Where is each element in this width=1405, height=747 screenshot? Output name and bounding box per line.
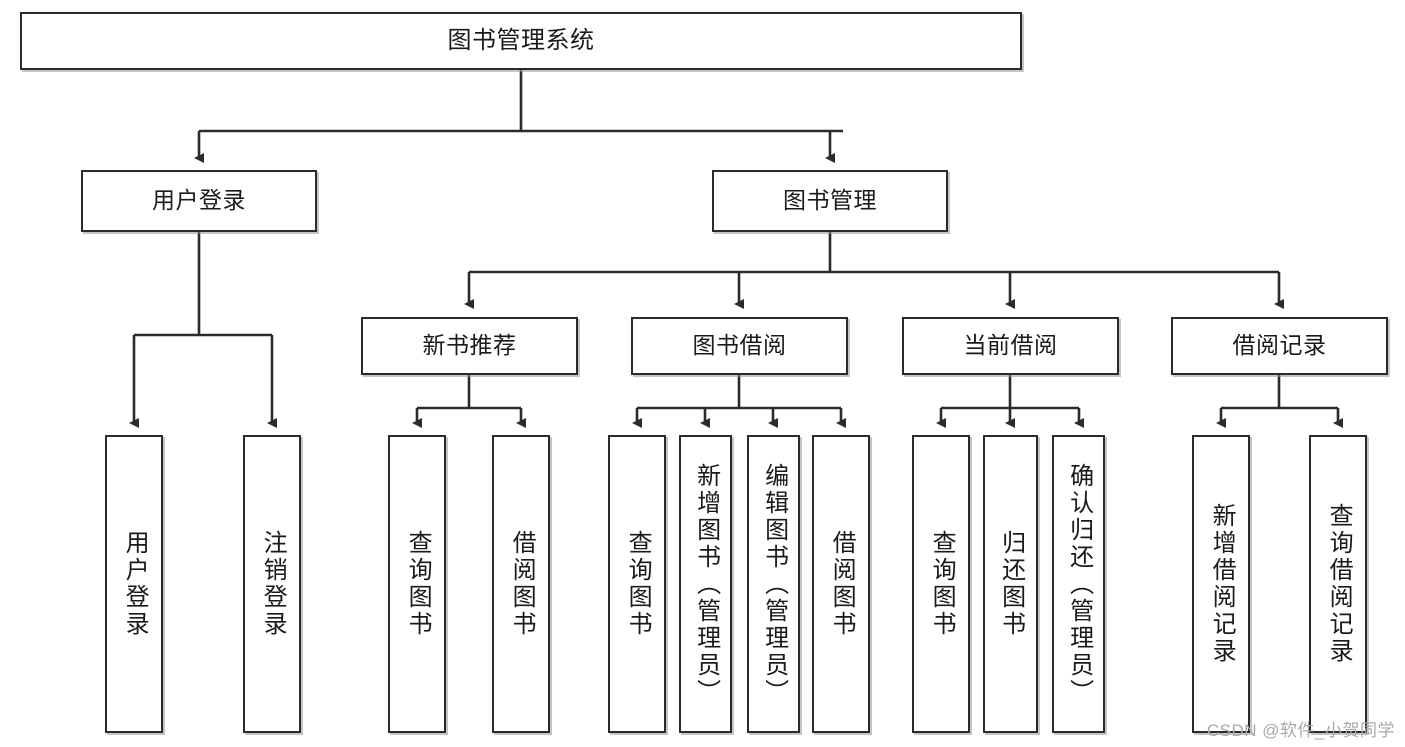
node-label: 查询图书 [404,530,432,638]
node-book-borrow[interactable]: 图书借阅 [631,317,848,375]
leaf-add-book-admin[interactable]: 新增图书（管理员） [679,435,732,733]
node-label: 编辑图书（管理员） [760,462,788,706]
node-label: 用户登录 [121,530,149,638]
leaf-return-book[interactable]: 归还图书 [983,435,1038,733]
node-label: 注销登录 [259,530,287,638]
node-label: 借阅记录 [1232,332,1327,359]
leaf-logout-login[interactable]: 注销登录 [243,435,301,733]
leaf-query-book-recommendation[interactable]: 查询图书 [388,435,446,733]
node-label: 新增借阅记录 [1208,503,1236,665]
node-label: 查询借阅记录 [1325,503,1353,665]
node-label: 借阅图书 [508,530,536,638]
leaf-borrow-book-borrow[interactable]: 借阅图书 [812,435,870,733]
node-label: 图书管理系统 [447,26,595,54]
leaf-add-borrow-record[interactable]: 新增借阅记录 [1192,435,1250,733]
leaf-user-login[interactable]: 用户登录 [105,435,163,733]
node-current-borrow[interactable]: 当前借阅 [902,317,1119,375]
leaf-confirm-return-admin[interactable]: 确认归还（管理员） [1052,435,1105,733]
node-root-book-management-system[interactable]: 图书管理系统 [20,12,1022,70]
node-label: 用户登录 [152,187,246,214]
node-label: 查询图书 [624,530,652,638]
node-label: 图书管理 [783,187,877,214]
node-label: 当前借阅 [963,332,1058,359]
node-label: 归还图书 [997,530,1025,638]
leaf-query-book-current[interactable]: 查询图书 [912,435,970,733]
node-label: 借阅图书 [828,530,856,638]
leaf-borrow-book-recommendation[interactable]: 借阅图书 [492,435,550,733]
node-label: 图书借阅 [692,332,787,359]
node-user-login[interactable]: 用户登录 [81,170,317,232]
node-label: 确认归还（管理员） [1065,462,1093,706]
csdn-watermark: CSDN @软件_小贺同学 [1206,721,1395,740]
leaf-query-book-borrow[interactable]: 查询图书 [608,435,666,733]
leaf-query-borrow-record[interactable]: 查询借阅记录 [1309,435,1367,733]
node-borrow-record[interactable]: 借阅记录 [1171,317,1388,375]
node-book-management[interactable]: 图书管理 [712,170,948,232]
node-new-book-recommendation[interactable]: 新书推荐 [361,317,578,375]
node-label: 新增图书（管理员） [692,462,720,706]
leaf-edit-book-admin[interactable]: 编辑图书（管理员） [747,435,800,733]
node-label: 查询图书 [928,530,956,638]
node-label: 新书推荐 [422,332,517,359]
